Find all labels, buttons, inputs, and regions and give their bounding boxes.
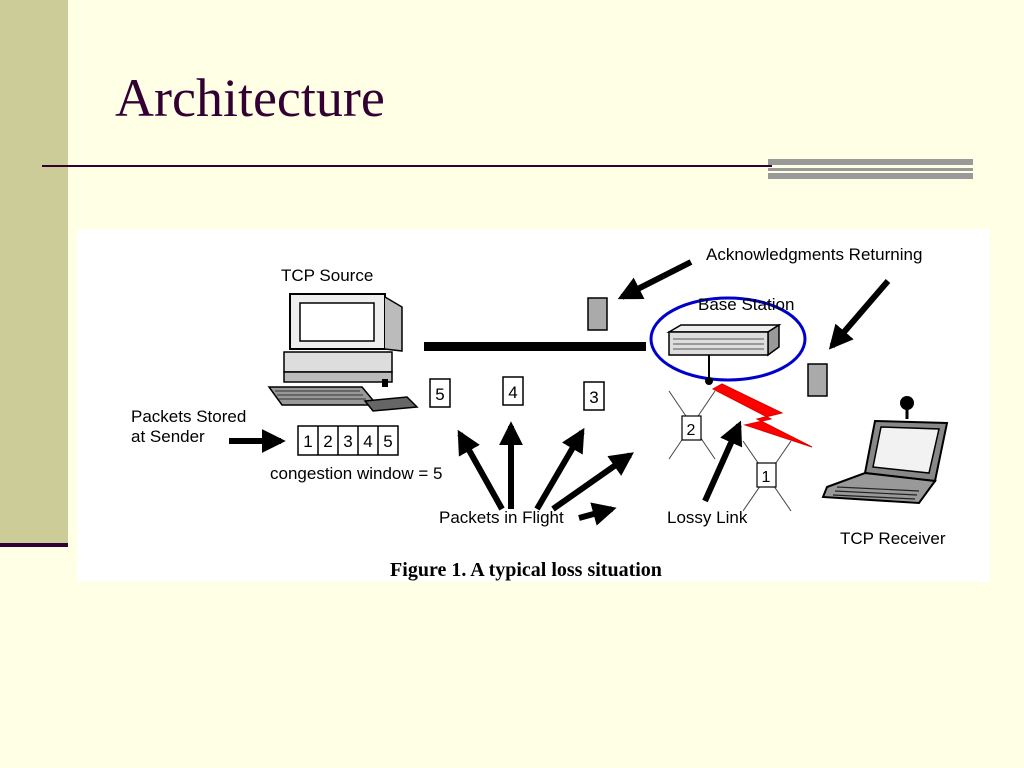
ack-packet-right: [807, 363, 828, 397]
tcp-receiver-label: TCP Receiver: [840, 529, 946, 548]
lost-packet-2: 2: [668, 390, 716, 460]
packets-in-flight-arrows: [457, 421, 634, 526]
window-packet-4: 4: [363, 432, 372, 451]
base-station-icon: [649, 296, 807, 385]
tcp-source-label: TCP Source: [281, 266, 373, 285]
congestion-window-label: congestion window = 5: [270, 464, 442, 483]
svg-text:4: 4: [508, 383, 517, 402]
figure-caption: Figure 1. A typical loss situation: [390, 559, 662, 581]
svg-text:1: 1: [762, 469, 771, 486]
left-accent-underline: [0, 543, 68, 547]
ack-packet-left: [587, 297, 608, 331]
window-packet-1: 1: [303, 432, 312, 451]
base-station-ring: [649, 296, 807, 382]
ack-arrow-right: [828, 279, 891, 350]
packets-stored-label-line1: Packets Stored: [131, 407, 246, 426]
slide-title: Architecture: [115, 68, 385, 128]
tcp-source-computer-icon: [267, 293, 419, 412]
flight-packet-5: 5: [429, 378, 451, 408]
lossy-link-label: Lossy Link: [667, 508, 748, 527]
congestion-window-packets: 1 2 3 4 5: [297, 425, 399, 456]
svg-text:3: 3: [589, 388, 598, 407]
base-station-label: Base Station: [698, 295, 794, 314]
acknowledgments-label: Acknowledgments Returning: [706, 245, 922, 264]
svg-text:2: 2: [687, 422, 696, 439]
window-packet-3: 3: [343, 432, 352, 451]
tcp-receiver-laptop-icon: [821, 396, 949, 505]
packets-stored-label-line2: at Sender: [131, 427, 205, 446]
figure-diagram: 1 2 3 4 5 5 4 3 2 1: [131, 245, 949, 581]
window-packet-2: 2: [323, 432, 332, 451]
wireless-link-bolt: [711, 383, 813, 448]
ack-arrow-left: [617, 259, 693, 300]
packets-in-flight-label: Packets in Flight: [439, 508, 564, 527]
wired-link: [424, 342, 646, 351]
lossy-link-arrow: [702, 420, 743, 503]
window-packet-5: 5: [383, 432, 392, 451]
title-divider: [42, 165, 772, 167]
title-divider-accent: [768, 159, 973, 179]
loss-situation-figure: 1 2 3 4 5 5 4 3 2 1: [77, 229, 990, 582]
flight-packet-3: 3: [583, 381, 605, 411]
svg-text:5: 5: [435, 385, 444, 404]
left-accent-bar: [0, 0, 68, 545]
flight-packet-4: 4: [502, 376, 524, 406]
lost-packet-1: 1: [742, 440, 792, 512]
